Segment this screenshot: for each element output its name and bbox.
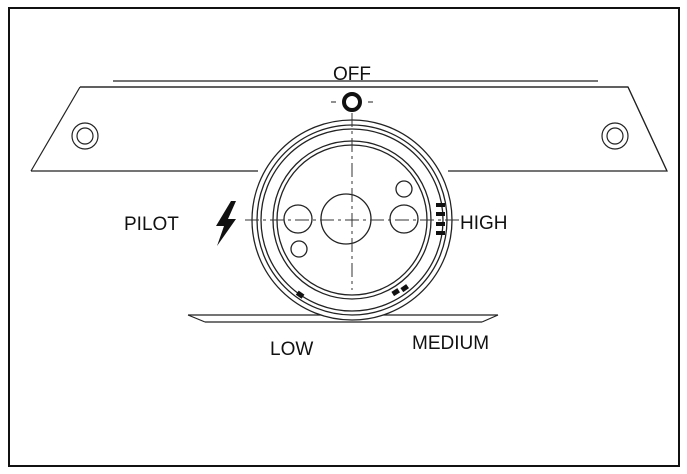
label-high: HIGH xyxy=(460,213,508,234)
label-medium: MEDIUM xyxy=(412,333,489,354)
right-screw xyxy=(601,122,629,150)
detent-marks xyxy=(295,203,445,299)
ring-indicator-icon xyxy=(331,92,373,112)
label-off: OFF xyxy=(333,64,371,85)
label-low: LOW xyxy=(270,339,313,360)
left-screw xyxy=(71,122,99,150)
label-pilot: PILOT xyxy=(124,214,179,235)
lightning-bolt-icon xyxy=(216,201,236,246)
centerlines xyxy=(245,113,460,290)
diagram-border xyxy=(8,7,680,467)
